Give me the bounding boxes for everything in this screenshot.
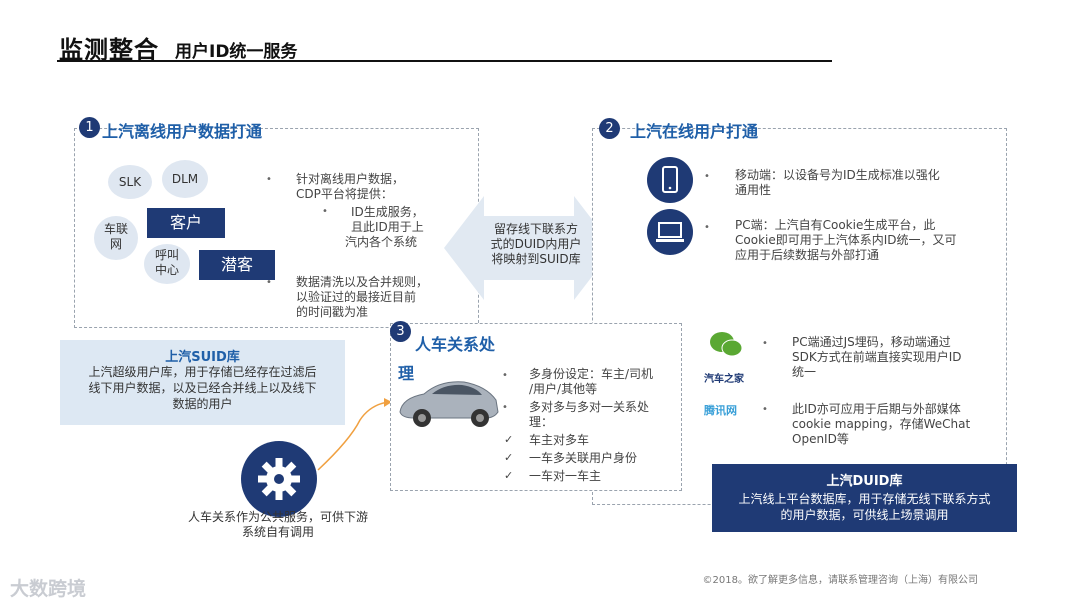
page-title: 监测整合 bbox=[59, 36, 159, 64]
text-line: 数据的用户 bbox=[172, 397, 233, 411]
text-line: 将映射到SUID库 bbox=[491, 252, 581, 266]
section1-bullet1: 针对离线用户数据， CDP平台将提供： bbox=[296, 172, 404, 202]
duid-description: 上汽线上平台数据库，用于存储无线下联系方式 的用户数据，可供线上场景调用 bbox=[712, 491, 1017, 523]
pc-text: PC端：上汽自有Cookie生成平台，此 Cookie即可用于上汽体系内ID统一… bbox=[735, 218, 957, 263]
car-image bbox=[394, 368, 502, 434]
text-line: 汽内各个系统 bbox=[345, 235, 418, 249]
text-line: Cookie即可用于上汽体系内ID统一，又可 bbox=[735, 233, 957, 247]
customer-box: 客户 bbox=[147, 208, 225, 238]
call-center-label: 呼叫中心 bbox=[154, 248, 179, 277]
section-badge-1: 1 bbox=[79, 117, 100, 138]
check-icon: ✓ bbox=[504, 451, 514, 464]
wechat-icon bbox=[708, 330, 744, 360]
offline-data-panel bbox=[74, 128, 479, 328]
bullet-dot: • bbox=[502, 402, 508, 413]
text-line: 移动端：以设备号为ID生成标准以强化 bbox=[735, 168, 940, 182]
text-line: 针对离线用户数据， bbox=[296, 172, 405, 186]
car-network-label: 车联网 bbox=[103, 222, 128, 251]
mapping-double-arrow bbox=[444, 196, 614, 300]
check-icon: ✓ bbox=[504, 433, 514, 446]
bullet-dot: • bbox=[762, 404, 768, 415]
text-line: 式的DUID内用户 bbox=[490, 237, 582, 251]
check-item: 一车对一车主 bbox=[529, 469, 602, 483]
section1-bullet2: 数据清洗以及合并规则， 以验证过的最接近目前 的时间戳为准 bbox=[296, 275, 428, 320]
section1-title: 上汽离线用户数据打通 bbox=[102, 122, 263, 141]
duid-title: 上汽DUID库 bbox=[826, 474, 903, 489]
text-line: cookie mapping，存储WeChat bbox=[792, 417, 971, 431]
section2-title: 上汽在线用户打通 bbox=[630, 122, 759, 141]
suid-description: 上汽超级用户库，用于存储已经存在过滤后 线下用户数据，以及已经合并线上以及线下 … bbox=[60, 364, 345, 412]
mapping-arrow-text: 留存线下联系方 式的DUID内用户 将映射到SUID库 bbox=[480, 222, 592, 267]
tencent-logo: 腾讯网 bbox=[704, 404, 737, 417]
gear-caption: 人车关系作为公共服务，可供下游 系统自有调用 bbox=[168, 510, 388, 540]
text-line: 留存线下联系方 bbox=[493, 222, 578, 236]
section3-title-wrap: 理 bbox=[398, 364, 415, 383]
text-line: PC端通过JS埋码，移动端通过 bbox=[792, 335, 951, 349]
text-line: 统一 bbox=[792, 365, 817, 379]
dlm-bubble: DLM bbox=[162, 160, 208, 198]
prospect-box: 潜客 bbox=[199, 250, 275, 280]
duid-box: 上汽DUID库 上汽线上平台数据库，用于存储无线下联系方式 的用户数据，可供线上… bbox=[712, 464, 1017, 532]
section3-bullet1: 多身份设定：车主/司机 /用户/其他等 bbox=[529, 367, 653, 397]
check-icon: ✓ bbox=[504, 469, 514, 482]
check-item: 车主对多车 bbox=[529, 433, 590, 447]
bullet-dot: • bbox=[266, 277, 272, 288]
text-line: 多身份设定：车主/司机 bbox=[529, 367, 654, 381]
section-badge-3: 3 bbox=[390, 321, 411, 342]
text-line: 理： bbox=[529, 415, 554, 429]
bullet-dot: • bbox=[322, 206, 328, 217]
mobile-text: 移动端：以设备号为ID生成标准以强化 通用性 bbox=[735, 168, 940, 198]
laptop-icon bbox=[647, 209, 693, 255]
footer-copyright: ©2018。欲了解更多信息，请联系管理咨询（上海）有限公司 bbox=[702, 575, 978, 586]
bullet-dot: • bbox=[502, 370, 508, 381]
bullet-dot: • bbox=[762, 338, 768, 349]
suid-title: 上汽SUID库 bbox=[165, 350, 240, 365]
title-divider bbox=[57, 60, 832, 62]
check-item: 一车多关联用户身份 bbox=[529, 451, 638, 465]
text-line: ID生成服务， bbox=[351, 205, 424, 219]
section3-title: 人车关系处 bbox=[415, 335, 496, 354]
js-text: PC端通过JS埋码，移动端通过 SDK方式在前端直接实现用户ID 统一 bbox=[792, 335, 962, 380]
bullet-dot: • bbox=[704, 171, 710, 182]
text-line: 此ID亦可应用于后期与外部媒体 bbox=[792, 402, 961, 416]
text-line: /用户/其他等 bbox=[529, 382, 598, 396]
bullet-dot: • bbox=[266, 174, 272, 185]
text-line: OpenID等 bbox=[792, 432, 849, 446]
text-line: 的时间戳为准 bbox=[296, 305, 369, 319]
suid-box: 上汽SUID库 上汽超级用户库，用于存储已经存在过滤后 线下用户数据，以及已经合… bbox=[60, 340, 345, 425]
slk-bubble: SLK bbox=[108, 165, 152, 199]
text-line: 线下用户数据，以及已经合并线上以及线下 bbox=[88, 381, 317, 395]
call-center-bubble: 呼叫中心 bbox=[144, 244, 190, 284]
text-line: 系统自有调用 bbox=[241, 525, 314, 539]
watermark-logo: 大数跨境 bbox=[10, 578, 87, 600]
autohome-logo: 汽车之家 bbox=[704, 374, 744, 385]
text-line: 应用于后续数据与外部打通 bbox=[735, 248, 880, 262]
text-line: SDK方式在前端直接实现用户ID bbox=[792, 350, 962, 364]
text-line: 且此ID用于上 bbox=[351, 220, 424, 234]
text-line: PC端：上汽自有Cookie生成平台，此 bbox=[735, 218, 936, 232]
text-line: 以验证过的最接近目前 bbox=[296, 290, 417, 304]
phone-icon bbox=[647, 157, 693, 203]
text-line: 数据清洗以及合并规则， bbox=[296, 275, 429, 289]
bullet-dot: • bbox=[704, 222, 710, 233]
text-line: 上汽线上平台数据库，用于存储无线下联系方式 bbox=[738, 492, 991, 506]
external-text: 此ID亦可应用于后期与外部媒体 cookie mapping，存储WeChat … bbox=[792, 402, 970, 447]
gear-icon bbox=[241, 441, 317, 517]
text-line: CDP平台将提供： bbox=[296, 187, 393, 201]
car-network-bubble: 车联网 bbox=[94, 216, 138, 260]
section-badge-2: 2 bbox=[599, 118, 620, 139]
section3-bullet2: 多对多与多对一关系处 理： bbox=[529, 400, 649, 430]
text-line: 的用户数据，可供线上场景调用 bbox=[780, 508, 949, 522]
section1-subbullet: ID生成服务， 且此ID用于上 汽内各个系统 bbox=[345, 205, 424, 250]
text-line: 人车关系作为公共服务，可供下游 bbox=[187, 510, 368, 524]
page-subtitle: 用户ID统一服务 bbox=[175, 42, 298, 62]
text-line: 通用性 bbox=[735, 183, 772, 197]
text-line: 上汽超级用户库，用于存储已经存在过滤后 bbox=[88, 365, 317, 379]
text-line: 多对多与多对一关系处 bbox=[529, 400, 650, 414]
